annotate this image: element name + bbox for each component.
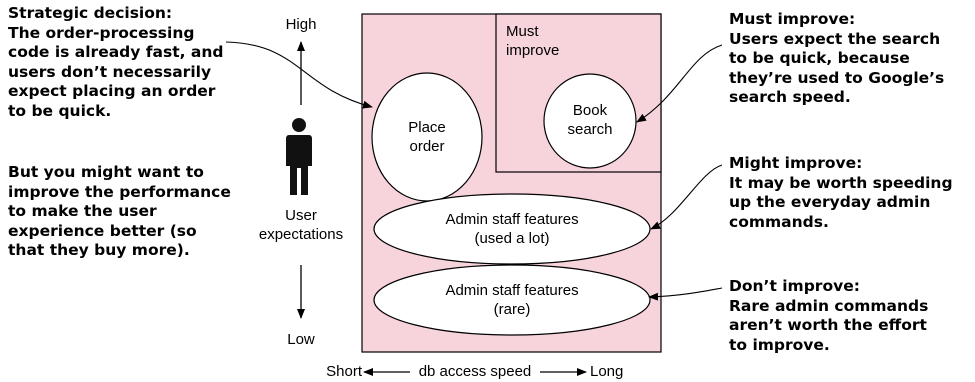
connector-book-search xyxy=(636,44,723,123)
book-search-ellipse xyxy=(543,73,637,169)
y-axis-title: User expectations xyxy=(258,207,344,243)
y-axis-high-label: High xyxy=(285,16,317,33)
connector-admin-rare xyxy=(648,287,723,301)
must-improve-region-label: Must improve xyxy=(506,23,560,59)
x-axis-title: db access speed xyxy=(418,363,532,380)
improve-performance-note: But you might want to improve the perfor… xyxy=(8,163,231,259)
book-search-label: Book search xyxy=(567,102,613,138)
place-order-label: Place order xyxy=(408,119,446,155)
x-axis-short-label: Short xyxy=(326,363,362,380)
dont-improve-note: Don’t improve: Rare admin commands aren’… xyxy=(729,277,929,354)
might-improve-note: Might improve: It may be worth speeding … xyxy=(729,154,953,231)
x-axis-long-label: Long xyxy=(590,363,624,380)
must-improve-note: Must improve: Users expect the search to… xyxy=(729,10,945,106)
admin-rare-label: Admin staff features (rare) xyxy=(445,282,579,318)
connector-place-order xyxy=(225,41,373,109)
admin-used-ellipse xyxy=(373,193,651,265)
connector-admin-used xyxy=(650,164,723,230)
person-icon xyxy=(286,118,312,195)
strategic-decision-note: Strategic decision: The order-processing… xyxy=(8,4,224,120)
y-axis-low-label: Low xyxy=(287,331,315,348)
admin-used-label: Admin staff features (used a lot) xyxy=(445,211,579,247)
